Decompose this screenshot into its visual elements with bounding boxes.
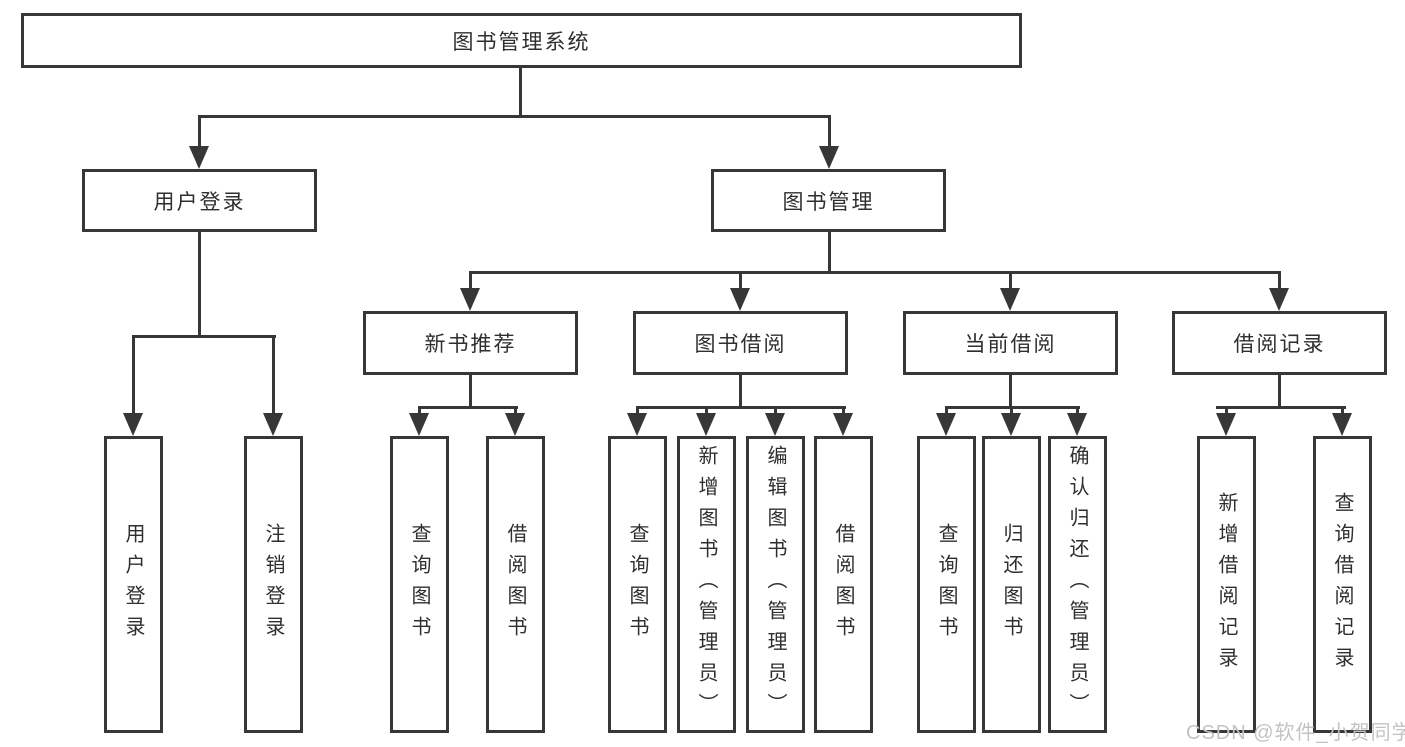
edge-line: [198, 115, 201, 148]
leaf-add-borrow-record: 新增借阅记录: [1197, 436, 1256, 733]
edge-line: [774, 406, 777, 416]
edge-line: [198, 115, 831, 118]
arrowhead-down-icon: [730, 288, 750, 311]
leaf-borrow-books: 借阅图书: [814, 436, 873, 733]
edge-line: [1341, 406, 1344, 416]
edge-line: [469, 271, 1281, 274]
leaf-confirm-return-admin: 确认归还（管理员）: [1048, 436, 1107, 733]
edge-line: [198, 230, 201, 338]
arrowhead-down-icon: [819, 146, 839, 169]
arrowhead-down-icon: [123, 413, 143, 436]
edge-line: [739, 373, 742, 409]
edge-line: [828, 230, 831, 274]
edge-line: [636, 406, 846, 409]
leaf-add-book-admin: 新增图书（管理员）: [677, 436, 736, 733]
edge-line: [705, 406, 708, 416]
arrowhead-down-icon: [833, 413, 853, 436]
arrowhead-down-icon: [1001, 413, 1021, 436]
edge-line: [132, 335, 135, 415]
edge-line: [1010, 406, 1013, 416]
edge-line: [1225, 406, 1228, 416]
arrowhead-down-icon: [409, 413, 429, 436]
edge-line: [1278, 271, 1281, 291]
arrowhead-down-icon: [1332, 413, 1352, 436]
edge-line: [1076, 406, 1079, 416]
node-user-login: 用户登录: [82, 169, 317, 232]
edge-line: [469, 271, 472, 291]
leaf-query-books-recommend: 查询图书: [390, 436, 449, 733]
leaf-query-borrow-record: 查询借阅记录: [1313, 436, 1372, 733]
edge-line: [1009, 373, 1012, 409]
arrowhead-down-icon: [460, 288, 480, 311]
arrowhead-down-icon: [505, 413, 525, 436]
edge-line: [945, 406, 948, 416]
arrowhead-down-icon: [189, 146, 209, 169]
leaf-logout: 注销登录: [244, 436, 303, 733]
arrowhead-down-icon: [1269, 288, 1289, 311]
leaf-borrow-books-recommend: 借阅图书: [486, 436, 545, 733]
edge-line: [132, 335, 276, 338]
edge-line: [519, 66, 522, 118]
node-new-book-recommend: 新书推荐: [363, 311, 578, 375]
leaf-edit-book-admin: 编辑图书（管理员）: [746, 436, 805, 733]
node-root-library-system: 图书管理系统: [21, 13, 1022, 68]
node-book-borrow: 图书借阅: [633, 311, 848, 375]
leaf-query-books-borrow: 查询图书: [608, 436, 667, 733]
arrowhead-down-icon: [627, 413, 647, 436]
arrowhead-down-icon: [1216, 413, 1236, 436]
edge-line: [636, 406, 639, 416]
arrowhead-down-icon: [696, 413, 716, 436]
node-current-borrow: 当前借阅: [903, 311, 1118, 375]
edge-line: [418, 406, 421, 416]
edge-line: [842, 406, 845, 416]
arrowhead-down-icon: [1067, 413, 1087, 436]
edge-line: [514, 406, 517, 416]
edge-line: [272, 335, 275, 415]
node-borrow-records: 借阅记录: [1172, 311, 1387, 375]
leaf-return-book: 归还图书: [982, 436, 1041, 733]
arrowhead-down-icon: [765, 413, 785, 436]
leaf-user-login: 用户登录: [104, 436, 163, 733]
edge-line: [1278, 373, 1281, 409]
edge-line: [469, 373, 472, 409]
edge-line: [1009, 271, 1012, 291]
node-book-management: 图书管理: [711, 169, 946, 232]
edge-line: [1216, 406, 1346, 409]
edge-line: [739, 271, 742, 291]
csdn-watermark: CSDN @软件_小贺同学: [1186, 722, 1405, 744]
arrowhead-down-icon: [936, 413, 956, 436]
arrowhead-down-icon: [263, 413, 283, 436]
leaf-query-books-current: 查询图书: [917, 436, 976, 733]
edge-line: [828, 115, 831, 148]
arrowhead-down-icon: [1000, 288, 1020, 311]
edge-line: [418, 406, 518, 409]
